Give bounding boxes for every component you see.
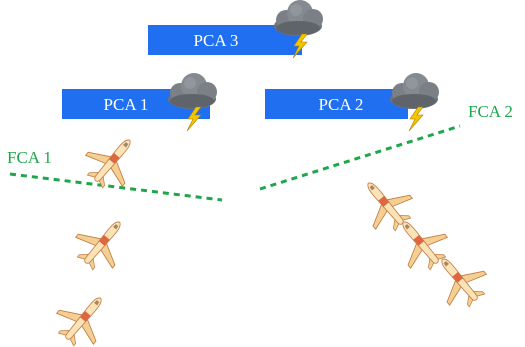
pca-box-2: PCA 2 — [265, 72, 440, 132]
fca-label-1: FCA 1 — [7, 148, 52, 167]
storm-icon-pca-2 — [389, 72, 440, 132]
airplane-icon — [47, 282, 120, 347]
storm-icon-pca-1 — [167, 72, 218, 132]
airplane-icon — [66, 206, 139, 280]
fca-line-2 — [259, 124, 461, 191]
fca-line-1 — [9, 172, 223, 202]
pca-box-3: PCA 3 — [148, 0, 324, 59]
pca-box-1: PCA 1 — [62, 72, 218, 132]
pca-label-3: PCA 3 — [194, 31, 239, 50]
pca-label-1: PCA 1 — [104, 95, 149, 114]
fca-label-2: FCA 2 — [468, 102, 513, 121]
pca-label-2: PCA 2 — [319, 95, 364, 114]
